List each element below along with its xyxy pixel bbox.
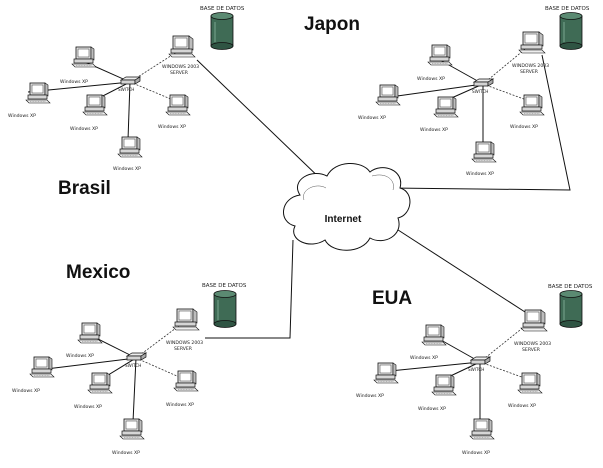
database-label: BASE DE DATOS xyxy=(545,6,590,12)
pc-icon xyxy=(71,46,97,68)
server-label: SERVER xyxy=(522,347,541,353)
database-label: BASE DE DATOS xyxy=(200,6,245,12)
switch-label: SWITCH xyxy=(468,367,484,372)
region-label-japon: Japon xyxy=(304,14,360,35)
switch-icon xyxy=(470,356,491,365)
server-label: WINDOWS 2003 xyxy=(512,63,549,69)
switch-label: SWITCH xyxy=(472,89,488,94)
server-icon xyxy=(172,308,200,331)
pc-label: Windows XP xyxy=(112,450,140,456)
pc-icon xyxy=(87,372,113,394)
switch-icon xyxy=(120,76,141,85)
pc-label: Windows XP xyxy=(66,353,94,359)
database-icon xyxy=(210,12,234,50)
pc-label: Windows XP xyxy=(418,406,446,412)
link-mexico-internet xyxy=(205,239,294,339)
internet-cloud xyxy=(283,163,411,251)
pc-icon xyxy=(375,84,401,106)
pc-label: Windows XP xyxy=(417,76,445,82)
pc-label: Windows XP xyxy=(420,127,448,133)
database-label: BASE DE DATOS xyxy=(202,283,247,289)
internet-label: Internet xyxy=(325,214,362,225)
database-icon xyxy=(213,290,237,328)
server-label: SERVER xyxy=(170,70,189,76)
switch-icon xyxy=(473,78,494,87)
server-icon xyxy=(520,309,548,332)
pc-icon xyxy=(173,370,199,392)
cluster-bottom-right: SWITCH Windows XP Windows XP Windows XP … xyxy=(356,284,593,456)
server-icon xyxy=(168,35,196,58)
link-eua-internet xyxy=(394,227,526,313)
database-label: BASE DE DATOS xyxy=(548,284,593,290)
pc-icon xyxy=(469,418,495,440)
pc-label: Windows XP xyxy=(12,388,40,394)
pc-icon xyxy=(117,136,143,158)
pc-icon xyxy=(119,418,145,440)
pc-label: Windows XP xyxy=(508,403,536,409)
pc-label: Windows XP xyxy=(356,393,384,399)
pc-icon xyxy=(431,374,457,396)
link-japon-internet xyxy=(196,59,328,186)
pc-icon xyxy=(29,356,55,378)
pc-label: Windows XP xyxy=(166,402,194,408)
cluster-bottom-left: SWITCH Windows XP Windows XP Windows XP … xyxy=(12,283,247,456)
server-label: WINDOWS 2003 xyxy=(166,340,203,346)
pc-label: Windows XP xyxy=(158,124,186,130)
pc-label: Windows XP xyxy=(510,124,538,130)
pc-label: Windows XP xyxy=(358,115,386,121)
link-brasil-ne-internet xyxy=(389,54,571,191)
pc-label: Windows XP xyxy=(466,171,494,177)
pc-icon xyxy=(517,372,543,394)
switch-icon xyxy=(126,352,147,361)
pc-label: Windows XP xyxy=(410,355,438,361)
region-label-brasil: Brasil xyxy=(58,178,111,199)
pc-icon xyxy=(433,96,459,118)
server-label: WINDOWS 2003 xyxy=(162,64,199,70)
server-label: SERVER xyxy=(520,69,539,75)
pc-icon xyxy=(25,82,51,104)
pc-icon xyxy=(165,94,191,116)
pc-icon xyxy=(421,324,447,346)
region-label-mexico: Mexico xyxy=(66,262,130,283)
database-icon xyxy=(559,12,583,50)
pc-label: Windows XP xyxy=(462,450,490,456)
pc-label: Windows XP xyxy=(60,79,88,85)
database-icon xyxy=(559,290,583,328)
pc-label: Windows XP xyxy=(113,166,141,172)
switch-label: SWITCH xyxy=(125,363,141,368)
server-icon xyxy=(518,31,546,54)
pc-label: Windows XP xyxy=(74,404,102,410)
pc-icon xyxy=(471,141,497,163)
pc-icon xyxy=(373,362,399,384)
pc-icon xyxy=(82,94,108,116)
cluster-top-left: SWITCH Windows XP Windows XP Windows XP … xyxy=(8,6,245,172)
pc-icon xyxy=(77,322,103,344)
pc-label: Windows XP xyxy=(70,126,98,132)
server-label: WINDOWS 2003 xyxy=(514,341,551,347)
cluster-top-right: SWITCH Windows XP Windows XP Windows XP … xyxy=(358,6,590,177)
pc-icon xyxy=(427,44,453,66)
pc-label: Windows XP xyxy=(8,113,36,119)
pc-icon xyxy=(519,94,545,116)
switch-label: SWITCH xyxy=(118,87,134,92)
server-label: SERVER xyxy=(174,346,193,352)
region-label-eua: EUA xyxy=(372,288,412,309)
